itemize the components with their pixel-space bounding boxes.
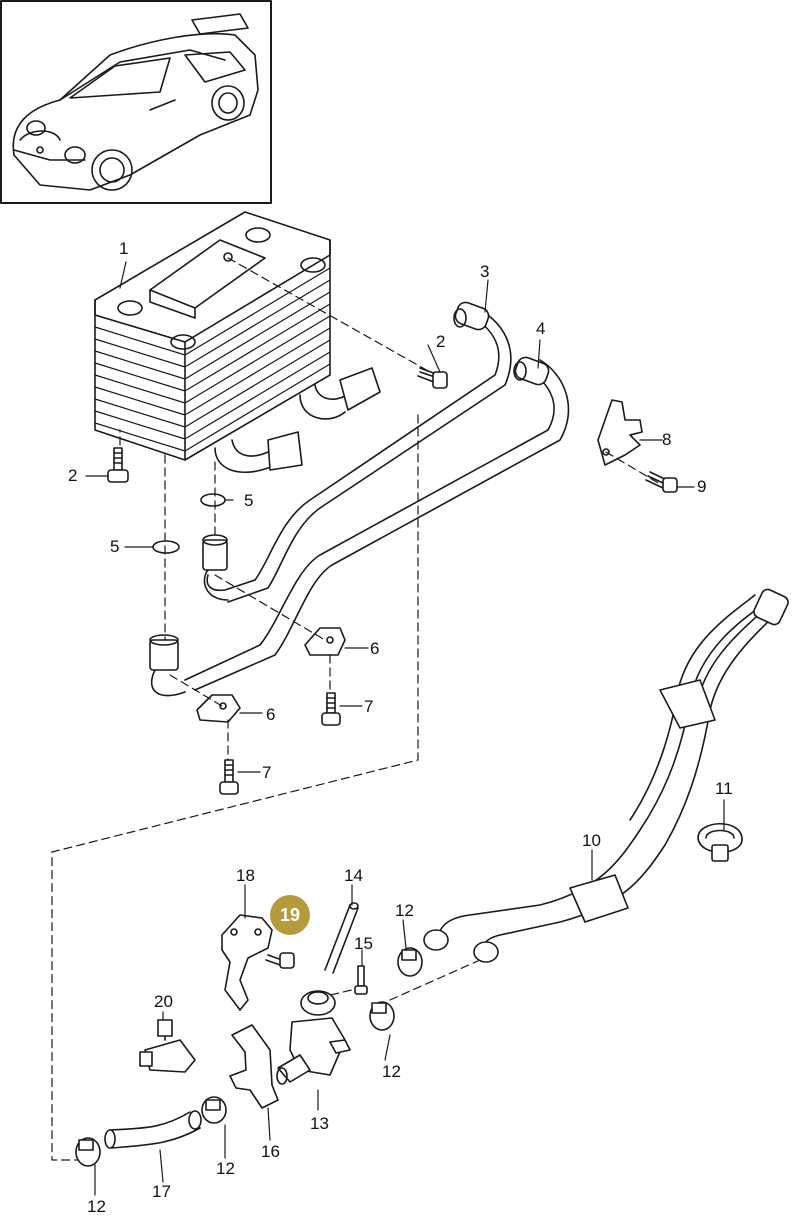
bracket-8 <box>597 399 643 466</box>
callout-5-upper[interactable]: 5 <box>244 491 254 510</box>
clamp-11 <box>697 823 743 862</box>
screw-7-right <box>321 692 341 726</box>
callout-13[interactable]: 13 <box>310 1114 329 1133</box>
callout-3[interactable]: 3 <box>480 262 490 281</box>
callout-4[interactable]: 4 <box>536 319 546 338</box>
callout-12-d[interactable]: 12 <box>87 1197 106 1216</box>
callout-11[interactable]: 11 <box>715 779 733 798</box>
screw-2-top <box>417 367 448 389</box>
callout-8[interactable]: 8 <box>662 430 672 449</box>
callout-16[interactable]: 16 <box>261 1142 280 1161</box>
callout-18[interactable]: 18 <box>236 866 255 885</box>
callout-20[interactable]: 20 <box>154 992 173 1011</box>
oil-lines <box>149 301 570 697</box>
callout-6-left[interactable]: 6 <box>266 705 276 724</box>
oil-cooler <box>94 211 381 473</box>
callout-5-lower[interactable]: 5 <box>110 537 120 556</box>
callout-14[interactable]: 14 <box>344 866 363 885</box>
callout-19-highlighted[interactable]: 19 <box>270 895 310 935</box>
callout-7-left[interactable]: 7 <box>262 763 272 782</box>
screw-19 <box>265 952 295 969</box>
callout-12-a[interactable]: 12 <box>395 901 414 920</box>
bracket-6-right <box>304 627 346 656</box>
bracket-18 <box>221 914 273 1011</box>
callout-12-c[interactable]: 12 <box>216 1159 235 1178</box>
bracket-6-left <box>196 694 241 723</box>
clamp-12-d <box>75 1137 101 1167</box>
hose-17 <box>104 1110 202 1149</box>
screw-2-left <box>107 447 129 483</box>
clamp-12-a <box>397 947 423 977</box>
bracket-16 <box>229 1024 279 1109</box>
callout-1[interactable]: 1 <box>119 239 129 258</box>
callout-7-right[interactable]: 7 <box>364 697 374 716</box>
coolant-hose-10 <box>423 588 789 963</box>
clamp-12-b <box>369 1001 395 1031</box>
callout-2-left[interactable]: 2 <box>68 466 78 485</box>
callout-6-right[interactable]: 6 <box>370 639 380 658</box>
screw-15 <box>354 965 368 995</box>
o-ring-5-upper <box>200 493 226 507</box>
valve-13 <box>276 990 351 1085</box>
callout-17[interactable]: 17 <box>152 1182 171 1201</box>
callout-12-b[interactable]: 12 <box>382 1062 401 1081</box>
hose-14 <box>324 902 359 974</box>
screw-7-left <box>219 759 239 795</box>
vehicle-thumbnail <box>0 0 272 204</box>
callout-9[interactable]: 9 <box>697 477 707 496</box>
callout-15[interactable]: 15 <box>354 934 373 953</box>
sensor-20 <box>139 1019 196 1073</box>
screw-9 <box>645 471 678 493</box>
o-ring-5-lower <box>152 540 180 554</box>
callout-10[interactable]: 10 <box>582 831 601 850</box>
callout-2-top[interactable]: 2 <box>436 332 446 351</box>
clamp-12-c <box>201 1096 227 1124</box>
